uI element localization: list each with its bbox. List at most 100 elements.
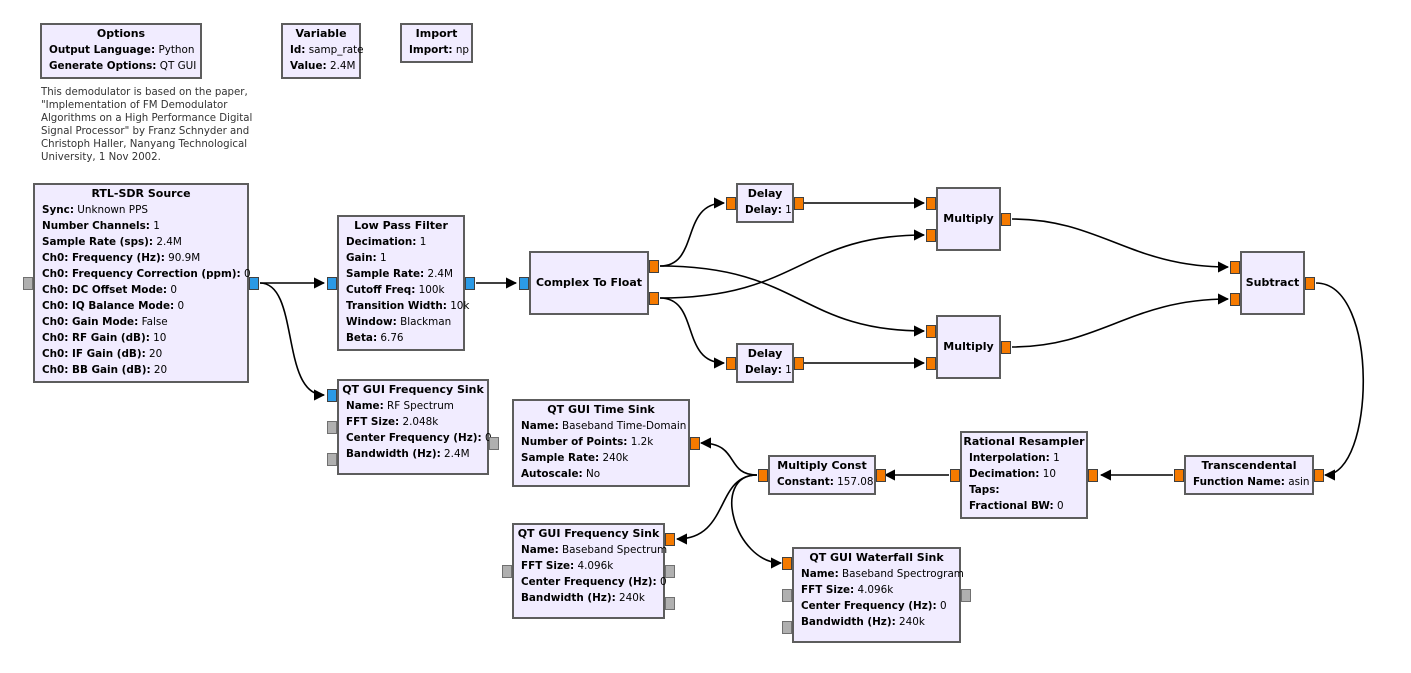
param-key: Number of Points: <box>521 436 628 448</box>
param-value: 1 <box>149 220 160 232</box>
output-port[interactable] <box>1001 341 1011 354</box>
output-port[interactable] <box>665 565 675 578</box>
block-param: Name: RF Spectrum <box>339 398 487 414</box>
input-port[interactable] <box>926 325 936 338</box>
input-port[interactable] <box>726 197 736 210</box>
output-port[interactable] <box>649 292 659 305</box>
input-port[interactable] <box>1174 469 1184 482</box>
output-port[interactable] <box>1088 469 1098 482</box>
block-title: Subtract <box>1245 276 1300 289</box>
block-title: Import <box>415 27 458 40</box>
block-param: Function Name: asin <box>1186 474 1312 490</box>
input-port[interactable] <box>1230 293 1240 306</box>
param-value: 0 <box>1053 500 1064 512</box>
param-key: Value: <box>290 60 327 72</box>
param-value: 1.2k <box>627 436 654 448</box>
param-key: FFT Size: <box>346 416 400 428</box>
output-port[interactable] <box>649 260 659 273</box>
block-mult2[interactable]: Multiply <box>936 315 1001 379</box>
input-port[interactable] <box>502 565 512 578</box>
output-port[interactable] <box>1305 277 1315 290</box>
input-port[interactable] <box>327 389 337 402</box>
block-param: Cutoff Freq: 100k <box>339 282 463 298</box>
input-port[interactable] <box>519 277 529 290</box>
param-key: Output Language: <box>49 44 156 56</box>
param-value: 2.4M <box>326 60 356 72</box>
input-port[interactable] <box>23 277 33 290</box>
wire-mult1-to-subtract <box>1011 218 1230 273</box>
input-port[interactable] <box>782 589 792 602</box>
block-title: Variable <box>295 27 347 40</box>
output-port[interactable] <box>876 469 886 482</box>
output-port[interactable] <box>665 533 675 546</box>
output-port[interactable] <box>690 437 700 450</box>
block-mult1[interactable]: Multiply <box>936 187 1001 251</box>
block-title: QT GUI Waterfall Sink <box>809 551 944 564</box>
output-port[interactable] <box>489 437 499 450</box>
input-port[interactable] <box>926 197 936 210</box>
block-param: Ch0: DC Offset Mode: 0 <box>35 282 247 298</box>
param-key: Fractional BW: <box>969 500 1054 512</box>
block-param: Ch0: Frequency (Hz): 90.9M <box>35 250 247 266</box>
comment-note: This demodulator is based on the paper, … <box>41 87 253 163</box>
input-port[interactable] <box>327 277 337 290</box>
block-param: Bandwidth (Hz): 240k <box>514 590 663 606</box>
output-port[interactable] <box>249 277 259 290</box>
output-port[interactable] <box>961 589 971 602</box>
param-key: Import: <box>409 44 453 56</box>
param-key: Cutoff Freq: <box>346 284 416 296</box>
output-port[interactable] <box>665 597 675 610</box>
block-param: Id: samp_rate <box>283 42 364 58</box>
output-port[interactable] <box>794 197 804 210</box>
param-key: Sample Rate: <box>521 452 600 464</box>
input-port[interactable] <box>1230 261 1240 274</box>
output-port[interactable] <box>465 277 475 290</box>
output-port[interactable] <box>794 357 804 370</box>
block-title: RTL-SDR Source <box>91 187 191 200</box>
block-subtract[interactable]: Subtract <box>1240 251 1305 315</box>
param-value: np <box>452 44 470 56</box>
param-value: 20 <box>150 364 168 376</box>
input-port[interactable] <box>758 469 768 482</box>
param-key: Window: <box>346 316 397 328</box>
param-value: 0 <box>936 600 947 612</box>
block-param: Center Frequency (Hz): 0 <box>339 430 492 446</box>
output-port[interactable] <box>1314 469 1324 482</box>
input-port[interactable] <box>327 453 337 466</box>
input-port[interactable] <box>926 229 936 242</box>
param-value: asin <box>1284 476 1310 488</box>
param-key: Interpolation: <box>969 452 1050 464</box>
block-param: FFT Size: 4.096k <box>794 582 959 598</box>
param-key: Sample Rate (sps): <box>42 236 154 248</box>
input-port[interactable] <box>950 469 960 482</box>
input-port[interactable] <box>327 421 337 434</box>
param-key: Constant: <box>777 476 834 488</box>
block-param: Sample Rate: 240k <box>514 450 688 466</box>
param-key: Delay: <box>745 364 782 376</box>
block-c2f[interactable]: Complex To Float <box>529 251 649 315</box>
input-port[interactable] <box>926 357 936 370</box>
param-value: RF Spectrum <box>383 400 454 412</box>
param-key: Ch0: Frequency Correction (ppm): <box>42 268 241 280</box>
input-port[interactable] <box>782 621 792 634</box>
input-port[interactable] <box>726 357 736 370</box>
wire-rtl-to-rf-sink <box>259 282 326 401</box>
input-port[interactable] <box>782 557 792 570</box>
param-value: samp_rate <box>305 44 364 56</box>
output-port[interactable] <box>1001 213 1011 226</box>
